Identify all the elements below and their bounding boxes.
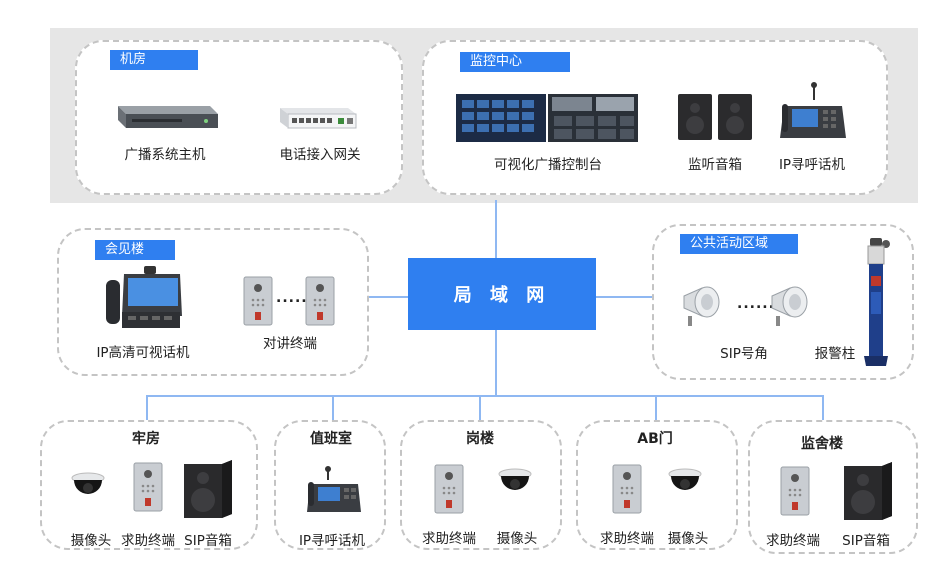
zone-tag-monitor-center: 监控中心: [460, 52, 570, 72]
label-sip-speaker: SIP音箱: [184, 533, 232, 549]
lan-hub: 局 域 网: [408, 258, 596, 330]
label-camera: 摄像头: [70, 533, 112, 549]
label-help-terminal: 求助终端: [422, 531, 476, 547]
label-sip-horn: SIP号角: [720, 346, 768, 362]
dome-camera-icon: [71, 472, 105, 494]
label-sip-speaker: SIP音箱: [842, 533, 890, 549]
label-help-terminal: 求助终端: [766, 533, 820, 549]
label-alarm-pillar: 报警柱: [814, 346, 856, 362]
help-terminal-icon: [434, 464, 464, 514]
intercom-terminal-icon: [305, 276, 335, 326]
ip-video-phone-icon: [106, 266, 182, 328]
label-intercom-terminal: 对讲终端: [263, 336, 317, 352]
label-ip-paging-phone: IP寻呼话机: [778, 157, 846, 173]
horn-ellipsis: ......: [737, 296, 775, 312]
sip-speaker-icon: [844, 462, 892, 520]
label-help-terminal: 求助终端: [121, 533, 175, 549]
label-duty-paging-phone: IP寻呼话机: [298, 533, 366, 549]
zone-tag-machine-room: 机房: [110, 50, 198, 70]
sip-horn-icon: [683, 286, 720, 326]
title-prison-cell: 牢房: [132, 431, 160, 447]
link-top-vertical: [495, 200, 497, 258]
link-bottom-vertical: [495, 330, 497, 396]
label-broadcast-host: 广播系统主机: [124, 147, 206, 163]
link-drop-cell: [146, 395, 148, 421]
title-ab-gate: AB门: [637, 431, 673, 447]
label-camera: 摄像头: [667, 531, 709, 547]
zone-ab-gate: [576, 420, 738, 550]
title-watchtower: 岗楼: [466, 431, 494, 447]
sip-horn-icon: [771, 286, 808, 326]
title-duty-room: 值班室: [310, 431, 352, 447]
dome-camera-icon: [668, 468, 702, 490]
label-camera: 摄像头: [496, 531, 538, 547]
sip-speaker-icon: [184, 460, 232, 518]
zone-tag-meeting-building: 会见楼: [95, 240, 175, 260]
label-phone-gateway: 电话接入网关: [279, 147, 361, 163]
phone-gateway-icon: [280, 108, 357, 129]
link-drop-gate: [655, 395, 657, 421]
label-ip-video-phone: IP高清可视话机: [96, 345, 190, 361]
help-terminal-icon: [612, 464, 642, 514]
title-dormitory: 监舍楼: [801, 436, 843, 452]
link-right: [596, 296, 652, 298]
help-terminal-icon: [780, 466, 810, 516]
dome-camera-icon: [498, 468, 532, 490]
label-visual-console: 可视化广播控制台: [494, 157, 602, 173]
intercom-ellipsis: ......: [276, 290, 314, 306]
link-drop-tower: [479, 395, 481, 421]
zone-watchtower: [400, 420, 562, 550]
ip-paging-phone-icon: [307, 466, 361, 512]
link-drop-dorm: [822, 395, 824, 421]
alarm-pillar-icon: [864, 238, 890, 366]
link-drop-duty: [332, 395, 334, 421]
visual-console-icon: [456, 94, 638, 142]
help-terminal-icon: [133, 462, 163, 512]
label-monitor-speaker: 监听音箱: [688, 157, 742, 173]
label-help-terminal: 求助终端: [600, 531, 654, 547]
link-bottom-bus: [146, 395, 824, 397]
intercom-terminal-icon: [243, 276, 273, 326]
zone-tag-public-area: 公共活动区域: [680, 234, 798, 254]
monitor-speaker-icon: [678, 94, 752, 140]
broadcast-host-icon: [118, 106, 218, 128]
ip-paging-phone-icon: [780, 82, 846, 138]
link-left: [368, 296, 408, 298]
